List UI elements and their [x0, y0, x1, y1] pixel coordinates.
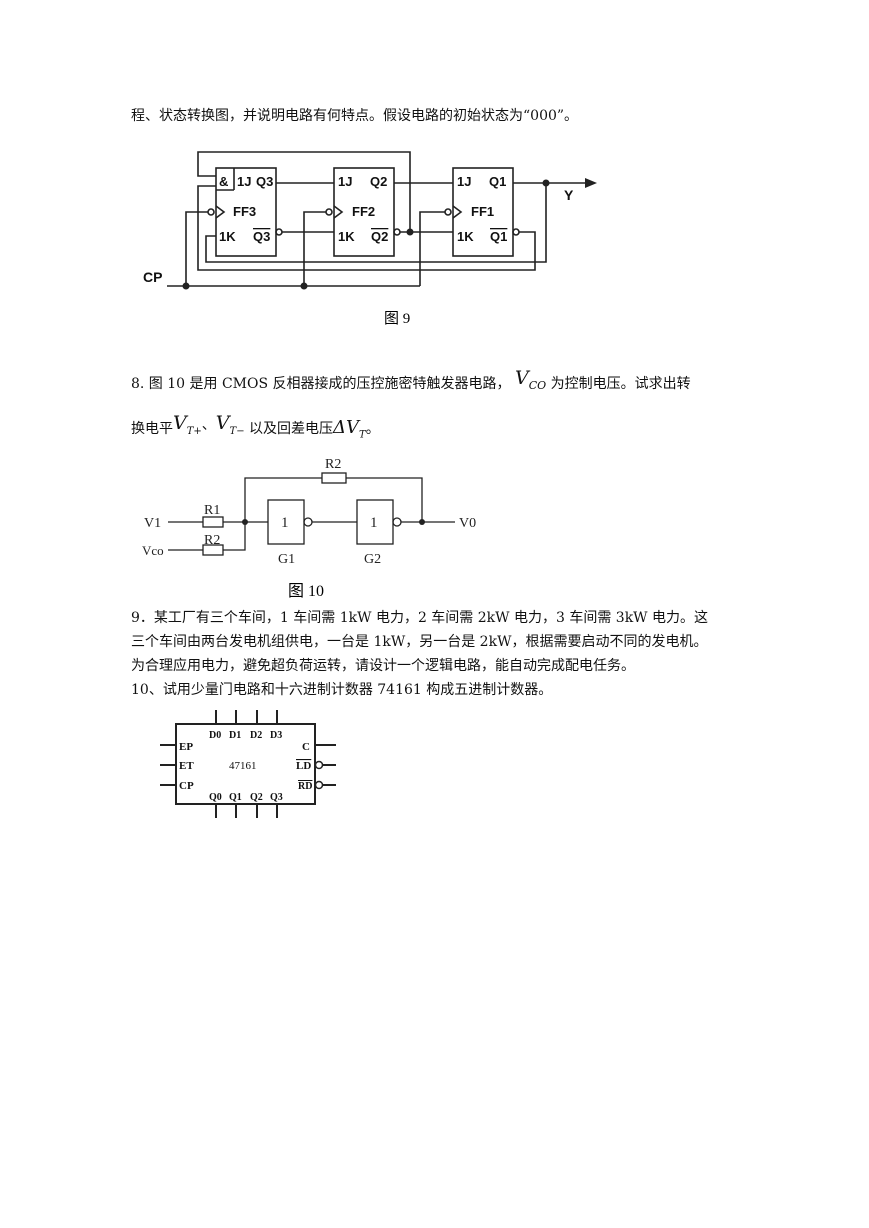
question-10-line: 10、试用少量门电路和十六进制计数器 74161 构成五进制计数器。: [131, 682, 553, 698]
ff1-q-label: Q1: [489, 174, 506, 189]
d3-pin-label: D3: [270, 730, 282, 741]
text-line-1: 程、状态转换图，并说明电路有何特点。假设电路的初始状态为“000”。: [131, 108, 579, 124]
output-y-label: Y: [564, 187, 574, 203]
figure-9-caption: 图 9: [384, 310, 410, 327]
q8-text-d: 、: [201, 417, 216, 433]
output-arrow: [585, 178, 597, 188]
ff2-qbar-label: Q2: [371, 229, 388, 244]
question-9-line-1: 9．某工厂有三个车间，1 车间需 1kW 电力，2 车间需 2kW 电力，3 车…: [131, 610, 709, 626]
ff3-qbar-label: Q3: [253, 229, 270, 244]
chip-74161-diagram: EP ET CP D0 D1 D2 D3 Q0 Q1 Q2 Q3 C LD RD…: [160, 710, 336, 818]
figure-10-caption: 图 10: [288, 583, 324, 600]
figure-9-circuit: & 1J Q3 FF3 1K Q3 1J Q2 FF2 1K Q2 1J Q1 …: [143, 151, 597, 327]
ff1-box: [452, 167, 514, 257]
q2-pin-label: Q2: [250, 792, 263, 803]
ep-pin-label: EP: [179, 741, 193, 753]
vt-plus-symbol: VT+: [173, 412, 202, 437]
r2-bottom-label: R2: [204, 533, 220, 548]
q0-pin-label: Q0: [209, 792, 222, 803]
ff3-name: FF3: [233, 204, 256, 219]
ff1-k-label: 1K: [457, 229, 474, 244]
question-8-line-2: 换电平VT+、VT− 以及回差电压ΔVT。: [131, 413, 380, 446]
chip-name: 47161: [229, 760, 257, 772]
ff1-name: FF1: [471, 204, 494, 219]
figure-10-circuit: R2 R1 R2 V1 Vco V0 1 1 G1 G2 图 10: [142, 457, 476, 600]
vt-minus-symbol: VT−: [215, 412, 245, 437]
ff3-j-label: 1J: [237, 174, 251, 189]
q1-pin-label: Q1: [229, 792, 242, 803]
q8-text-f: 。: [365, 421, 380, 437]
vco-label: Vco: [142, 543, 164, 558]
v1-label: V1: [144, 516, 161, 531]
question-8-line-1: 8. 图 10 是用 CMOS 反相器接成的压控施密特触发器电路， VCO 为控…: [131, 368, 691, 400]
ff1-qbar-label: Q1: [490, 229, 507, 244]
delta-vt-symbol: ΔVT: [333, 417, 366, 441]
q8-text-e: 以及回差电压: [249, 421, 334, 437]
ff3-and-label: &: [219, 174, 228, 189]
question-9-line-3: 为合理应用电力，避免超负荷运转，请设计一个逻辑电路，能自动完成配电任务。: [131, 658, 635, 674]
g2-label: G2: [364, 552, 381, 567]
cp-pin-label: CP: [179, 780, 194, 792]
g1-symbol: 1: [281, 515, 289, 531]
ff2-k-label: 1K: [338, 229, 355, 244]
ff2-box: [333, 167, 395, 257]
c-pin-label: C: [302, 741, 310, 753]
cp-label: CP: [143, 269, 162, 285]
vco-symbol: VCO: [515, 367, 547, 392]
ff2-j-label: 1J: [338, 174, 352, 189]
ff1-j-label: 1J: [457, 174, 471, 189]
g2-symbol: 1: [370, 515, 378, 531]
g1-label: G1: [278, 552, 295, 567]
ff2-name: FF2: [352, 204, 375, 219]
q3-pin-label: Q3: [270, 792, 283, 803]
d0-pin-label: D0: [209, 730, 221, 741]
question-9-line-2: 三个车间由两台发电机组供电，一台是 1kW，另一台是 2kW，根据需要启动不同的…: [131, 634, 708, 650]
vo-label: V0: [459, 516, 476, 531]
ff3-q-label: Q3: [256, 174, 273, 189]
ld-pin-label: LD: [296, 760, 311, 772]
ff3-k-label: 1K: [219, 229, 236, 244]
rd-pin-label: RD: [298, 781, 312, 792]
q8-text-b: 为控制电压。试求出转: [550, 376, 691, 392]
q8-text-c: 换电平: [131, 421, 173, 437]
et-pin-label: ET: [179, 760, 194, 772]
r1-label: R1: [204, 503, 220, 518]
q8-text-a: 8. 图 10 是用 CMOS 反相器接成的压控施密特触发器电路，: [131, 376, 511, 392]
ff2-q-label: Q2: [370, 174, 387, 189]
d1-pin-label: D1: [229, 730, 241, 741]
d2-pin-label: D2: [250, 730, 262, 741]
ff3-box: [215, 167, 277, 257]
r2-top-label: R2: [325, 457, 341, 472]
